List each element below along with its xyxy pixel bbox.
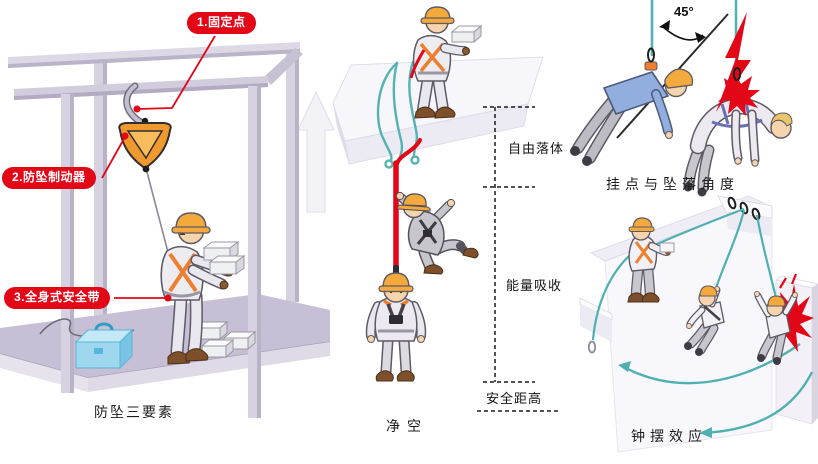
lightning-bolt-icon <box>716 12 751 112</box>
toolbox <box>74 322 134 370</box>
callout-fall-arrester: 2.防坠制动器 <box>2 167 96 189</box>
angle-arc-arrow <box>659 20 706 43</box>
pendulum-ropes <box>591 207 778 341</box>
rope-coils <box>376 60 420 169</box>
callout-anchor-point: 1.固定点 <box>187 12 256 34</box>
background-up-arrow <box>297 90 335 213</box>
measurement-lines <box>477 106 560 412</box>
hanging-worker-blue <box>570 47 694 166</box>
pendulum-swing-worker <box>684 285 725 356</box>
caption-clearance: 净空 <box>386 418 428 434</box>
hanging-worker-injured <box>683 12 793 197</box>
pendulum-worker-roof <box>627 217 675 303</box>
falling-worker <box>395 191 479 275</box>
caption-fall-protection: 防坠三要素 <box>94 404 174 420</box>
suspended-worker <box>365 265 427 382</box>
pendulum-impact-worker <box>754 273 814 365</box>
scaffold-frame <box>8 42 303 318</box>
caption-pendulum: 钟摆效应 <box>631 428 707 444</box>
carried-panel <box>450 24 483 44</box>
label-angle-45: 45° <box>674 4 694 19</box>
rope-end-carabiner <box>587 340 597 354</box>
anchor-strap <box>123 82 146 127</box>
left-worker <box>160 212 246 365</box>
fall-arrester-device <box>118 117 172 173</box>
platform-bricks <box>194 320 257 359</box>
energy-absorber-rope <box>393 138 422 270</box>
caption-anchor-angle: 挂点与坠落角度 <box>606 176 739 192</box>
roof-worker <box>409 6 483 119</box>
impact-star-icon <box>718 72 760 116</box>
label-energy-absorption: 能量吸收 <box>506 278 563 293</box>
carried-bricks <box>202 241 246 275</box>
label-safety-clearance: 安全距高 <box>486 391 543 406</box>
label-free-fall: 自由落体 <box>508 141 565 156</box>
callout-lines <box>101 35 216 302</box>
callout-full-body-harness: 3.全身式安全带 <box>4 287 111 309</box>
